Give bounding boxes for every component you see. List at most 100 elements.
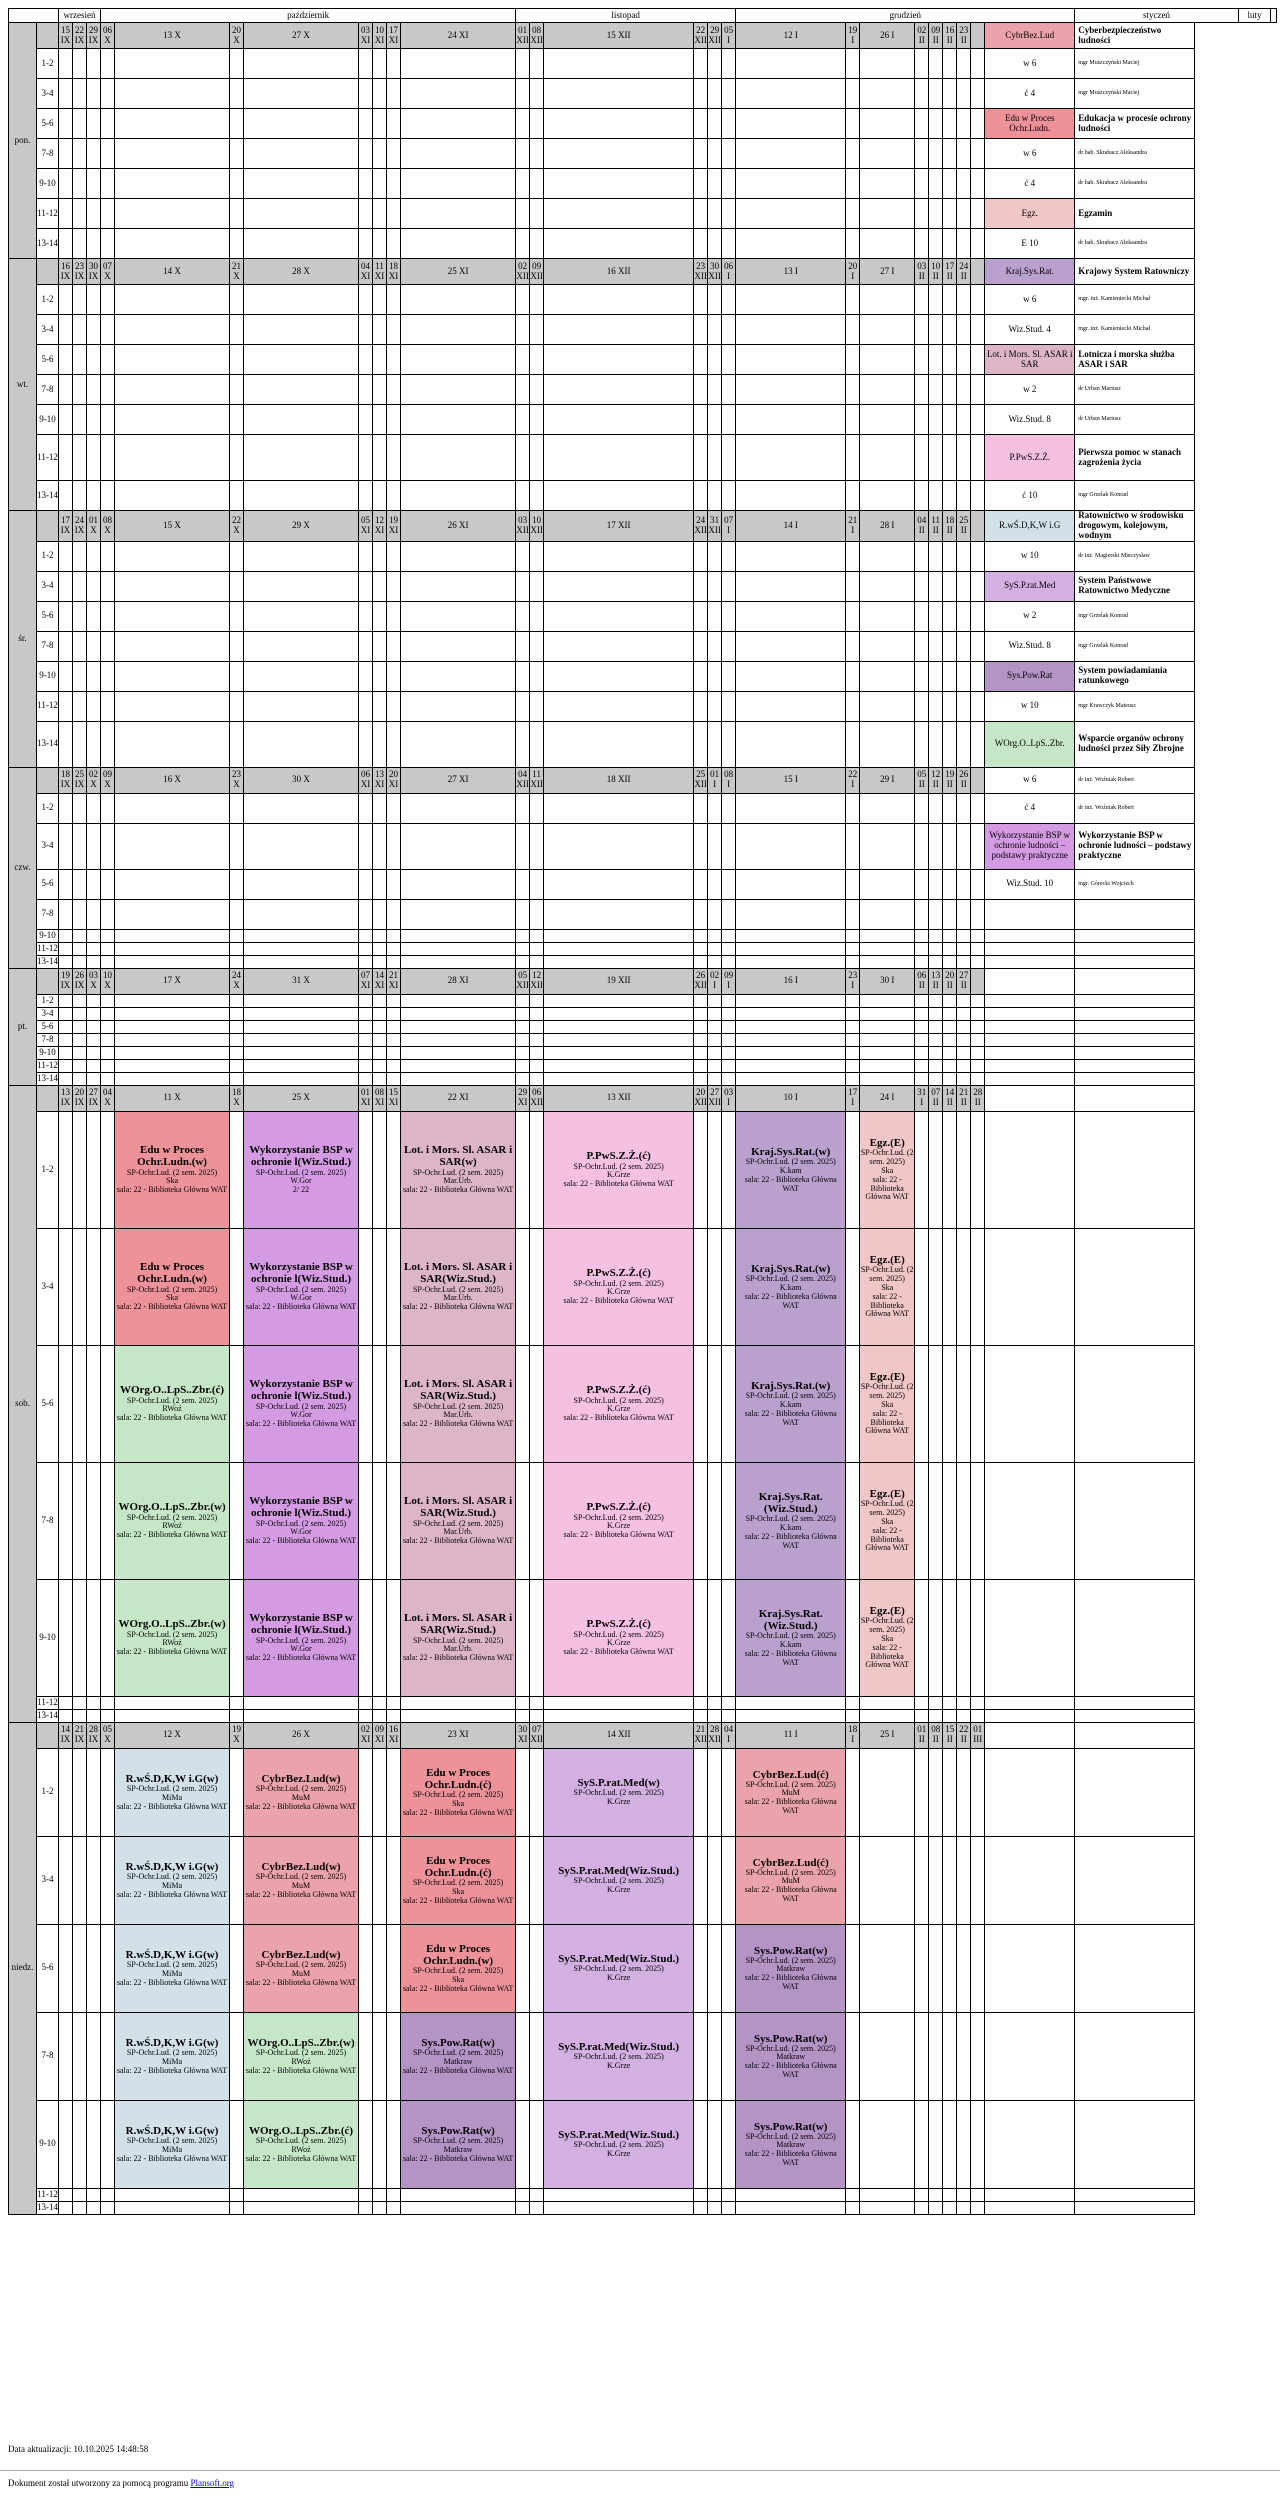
schedule-event[interactable]: R.wŚ.D,K,W i.G(w)SP-Ochr.Lud. (2 sem. 20… bbox=[114, 1747, 231, 1837]
date-header: 03 II bbox=[914, 258, 930, 285]
schedule-cell bbox=[386, 1747, 402, 1837]
schedule-event[interactable]: Sys.Pow.Rat(w)SP-Ochr.Lud. (2 sem. 2025)… bbox=[735, 2011, 847, 2101]
schedule-event[interactable]: R.wŚ.D,K,W i.G(w)SP-Ochr.Lud. (2 sem. 20… bbox=[114, 1835, 231, 1925]
schedule-event[interactable]: WOrg.O..LpS..Zbr.(w)SP-Ochr.Lud. (2 sem.… bbox=[243, 2011, 360, 2101]
schedule-event[interactable]: WOrg.O..LpS..Zbr.(w)SP-Ochr.Lud. (2 sem.… bbox=[114, 1578, 231, 1697]
schedule-cell bbox=[707, 1019, 723, 1034]
schedule-event[interactable]: SyS.P.rat.Med(Wiz.Stud.)SP-Ochr.Lud. (2 … bbox=[543, 2099, 695, 2189]
schedule-cell bbox=[693, 480, 709, 511]
schedule-cell bbox=[956, 374, 972, 405]
schedule-event[interactable]: P.PwS.Z.Ż.(ć)SP-Ochr.Lud. (2 sem. 2025)K… bbox=[543, 1344, 695, 1463]
schedule-event[interactable]: Kraj.Sys.Rat.(w)SP-Ochr.Lud. (2 sem. 202… bbox=[735, 1110, 847, 1229]
schedule-event[interactable]: Wykorzystanie BSP w ochronie l(Wiz.Stud.… bbox=[243, 1110, 360, 1229]
schedule-event[interactable]: Wykorzystanie BSP w ochronie l(Wiz.Stud.… bbox=[243, 1227, 360, 1346]
schedule-event[interactable]: Lot. i Mors. Sl. ASAR i SAR(Wiz.Stud.)SP… bbox=[400, 1344, 517, 1463]
schedule-cell bbox=[400, 344, 517, 375]
schedule-cell bbox=[58, 898, 73, 930]
schedule-cell bbox=[85, 1708, 102, 1723]
schedule-cell bbox=[85, 1110, 102, 1229]
schedule-event[interactable]: Edu w Proces Ochr.Ludn.(ć)SP-Ochr.Lud. (… bbox=[400, 1835, 517, 1925]
schedule-event[interactable]: SyS.P.rat.Med(w)SP-Ochr.Lud. (2 sem. 202… bbox=[543, 1747, 695, 1837]
schedule-event[interactable]: WOrg.O..LpS..Zbr.(w)SP-Ochr.Lud. (2 sem.… bbox=[114, 1461, 231, 1580]
schedule-event[interactable]: Wykorzystanie BSP w ochronie l(Wiz.Stud.… bbox=[243, 1344, 360, 1463]
schedule-cell bbox=[721, 1344, 737, 1463]
schedule-cell bbox=[928, 434, 944, 481]
schedule-event[interactable]: Lot. i Mors. Sl. ASAR i SAR(Wiz.Stud.)SP… bbox=[400, 1578, 517, 1697]
schedule-cell bbox=[707, 344, 723, 375]
date-header: 02 II bbox=[914, 22, 930, 49]
schedule-event[interactable]: Kraj.Sys.Rat.(Wiz.Stud.)SP-Ochr.Lud. (2 … bbox=[735, 1461, 847, 1580]
schedule-cell bbox=[386, 228, 402, 259]
schedule-cell bbox=[721, 720, 737, 768]
schedule-event[interactable]: P.PwS.Z.Ż.(ć)SP-Ochr.Lud. (2 sem. 2025)K… bbox=[543, 1461, 695, 1580]
schedule-cell bbox=[914, 434, 930, 481]
schedule-event[interactable]: SyS.P.rat.Med(Wiz.Stud.)SP-Ochr.Lud. (2 … bbox=[543, 2011, 695, 2101]
schedule-event[interactable]: R.wŚ.D,K,W i.G(w)SP-Ochr.Lud. (2 sem. 20… bbox=[114, 1923, 231, 2013]
schedule-cell bbox=[845, 954, 861, 969]
event-detail: SP-Ochr.Lud. (2 sem. 2025) bbox=[573, 2140, 664, 2150]
plansoft-link[interactable]: Plansoft.org bbox=[190, 2478, 235, 2488]
schedule-event[interactable]: CybrBez.Lud(w)SP-Ochr.Lud. (2 sem. 2025)… bbox=[243, 1923, 360, 2013]
schedule-event[interactable]: Sys.Pow.Rat(w)SP-Ochr.Lud. (2 sem. 2025)… bbox=[735, 1923, 847, 2013]
date-header: 26 XII bbox=[693, 967, 709, 995]
legend-name bbox=[1074, 1071, 1196, 1086]
schedule-event[interactable]: Edu w Proces Ochr.Ludn.(w)SP-Ochr.Lud. (… bbox=[114, 1110, 231, 1229]
schedule-cell bbox=[58, 1058, 73, 1073]
schedule-event[interactable]: Edu w Proces Ochr.Ludn.(w)SP-Ochr.Lud. (… bbox=[400, 1923, 517, 2013]
schedule-cell bbox=[400, 570, 517, 602]
schedule-event[interactable]: Lot. i Mors. Sl. ASAR i SAR(Wiz.Stud.)SP… bbox=[400, 1461, 517, 1580]
schedule-event[interactable]: P.PwS.Z.Ż.(ć)SP-Ochr.Lud. (2 sem. 2025)K… bbox=[543, 1110, 695, 1229]
event-title: R.wŚ.D,K,W i.G(w) bbox=[125, 2036, 219, 2049]
schedule-cell bbox=[707, 1695, 723, 1710]
schedule-event[interactable]: P.PwS.Z.Ż.(ć)SP-Ochr.Lud. (2 sem. 2025)K… bbox=[543, 1227, 695, 1346]
schedule-cell bbox=[529, 1019, 545, 1034]
schedule-cell bbox=[243, 374, 360, 405]
schedule-event[interactable]: Lot. i Mors. Sl. ASAR i SAR(Wiz.Stud.)SP… bbox=[400, 1227, 517, 1346]
schedule-event[interactable]: P.PwS.Z.Ż.(ć)SP-Ochr.Lud. (2 sem. 2025)K… bbox=[543, 1578, 695, 1697]
schedule-event[interactable]: Kraj.Sys.Rat.(w)SP-Ochr.Lud. (2 sem. 202… bbox=[735, 1344, 847, 1463]
schedule-cell bbox=[372, 690, 388, 722]
schedule-event[interactable]: R.wŚ.D,K,W i.G(w)SP-Ochr.Lud. (2 sem. 20… bbox=[114, 2099, 231, 2189]
date-header: 01 I bbox=[707, 766, 723, 794]
schedule-cell bbox=[928, 540, 944, 572]
schedule-event[interactable]: CybrBez.Lud(ć)SP-Ochr.Lud. (2 sem. 2025)… bbox=[735, 1835, 847, 1925]
schedule-event[interactable]: Edu w Proces Ochr.Ludn.(w)SP-Ochr.Lud. (… bbox=[114, 1227, 231, 1346]
schedule-cell bbox=[58, 1708, 73, 1723]
schedule-cell bbox=[707, 314, 723, 345]
event-detail: SP-Ochr.Lud. (2 sem. 2025) bbox=[745, 2131, 836, 2141]
schedule-cell bbox=[543, 284, 695, 315]
schedule-event[interactable]: WOrg.O..LpS..Zbr.(ć)SP-Ochr.Lud. (2 sem.… bbox=[243, 2099, 360, 2189]
schedule-event[interactable]: Kraj.Sys.Rat.(w)SP-Ochr.Lud. (2 sem. 202… bbox=[735, 1227, 847, 1346]
schedule-event[interactable]: Wykorzystanie BSP w ochronie l(Wiz.Stud.… bbox=[243, 1461, 360, 1580]
schedule-cell bbox=[58, 1006, 73, 1021]
schedule-event[interactable]: Sys.Pow.Rat(w)SP-Ochr.Lud. (2 sem. 2025)… bbox=[400, 2099, 517, 2189]
schedule-cell bbox=[372, 108, 388, 139]
schedule-event[interactable]: CybrBez.Lud(ć)SP-Ochr.Lud. (2 sem. 2025)… bbox=[735, 1747, 847, 1837]
schedule-event[interactable]: R.wŚ.D,K,W i.G(w)SP-Ochr.Lud. (2 sem. 20… bbox=[114, 2011, 231, 2101]
schedule-cell bbox=[859, 600, 916, 632]
event-detail: MiMa bbox=[162, 1968, 183, 1978]
schedule-cell bbox=[693, 434, 709, 481]
schedule-event[interactable]: CybrBez.Lud(w)SP-Ochr.Lud. (2 sem. 2025)… bbox=[243, 1747, 360, 1837]
schedule-cell bbox=[515, 2200, 531, 2215]
schedule-cell bbox=[956, 928, 972, 943]
schedule-event[interactable]: Wykorzystanie BSP w ochronie l(Wiz.Stud.… bbox=[243, 1578, 360, 1697]
schedule-event[interactable]: SyS.P.rat.Med(Wiz.Stud.)SP-Ochr.Lud. (2 … bbox=[543, 1923, 695, 2013]
schedule-cell bbox=[721, 1045, 737, 1060]
schedule-cell bbox=[229, 1006, 245, 1021]
legend-code: w 10 bbox=[984, 690, 1076, 722]
schedule-cell bbox=[358, 138, 374, 169]
schedule-event[interactable]: Edu w Proces Ochr.Ludn.(ć)SP-Ochr.Lud. (… bbox=[400, 1747, 517, 1837]
schedule-event[interactable]: Sys.Pow.Rat(w)SP-Ochr.Lud. (2 sem. 2025)… bbox=[735, 2099, 847, 2189]
schedule-event[interactable]: Sys.Pow.Rat(w)SP-Ochr.Lud. (2 sem. 2025)… bbox=[400, 2011, 517, 2101]
schedule-event[interactable]: WOrg.O..LpS..Zbr.(ć)SP-Ochr.Lud. (2 sem.… bbox=[114, 1344, 231, 1463]
schedule-event[interactable]: CybrBez.Lud(w)SP-Ochr.Lud. (2 sem. 2025)… bbox=[243, 1835, 360, 1925]
schedule-event[interactable]: SyS.P.rat.Med(Wiz.Stud.)SP-Ochr.Lud. (2 … bbox=[543, 1835, 695, 1925]
schedule-event[interactable]: Kraj.Sys.Rat.(Wiz.Stud.)SP-Ochr.Lud. (2 … bbox=[735, 1578, 847, 1697]
schedule-event[interactable]: Lot. i Mors. Sl. ASAR i SAR(w)SP-Ochr.Lu… bbox=[400, 1110, 517, 1229]
